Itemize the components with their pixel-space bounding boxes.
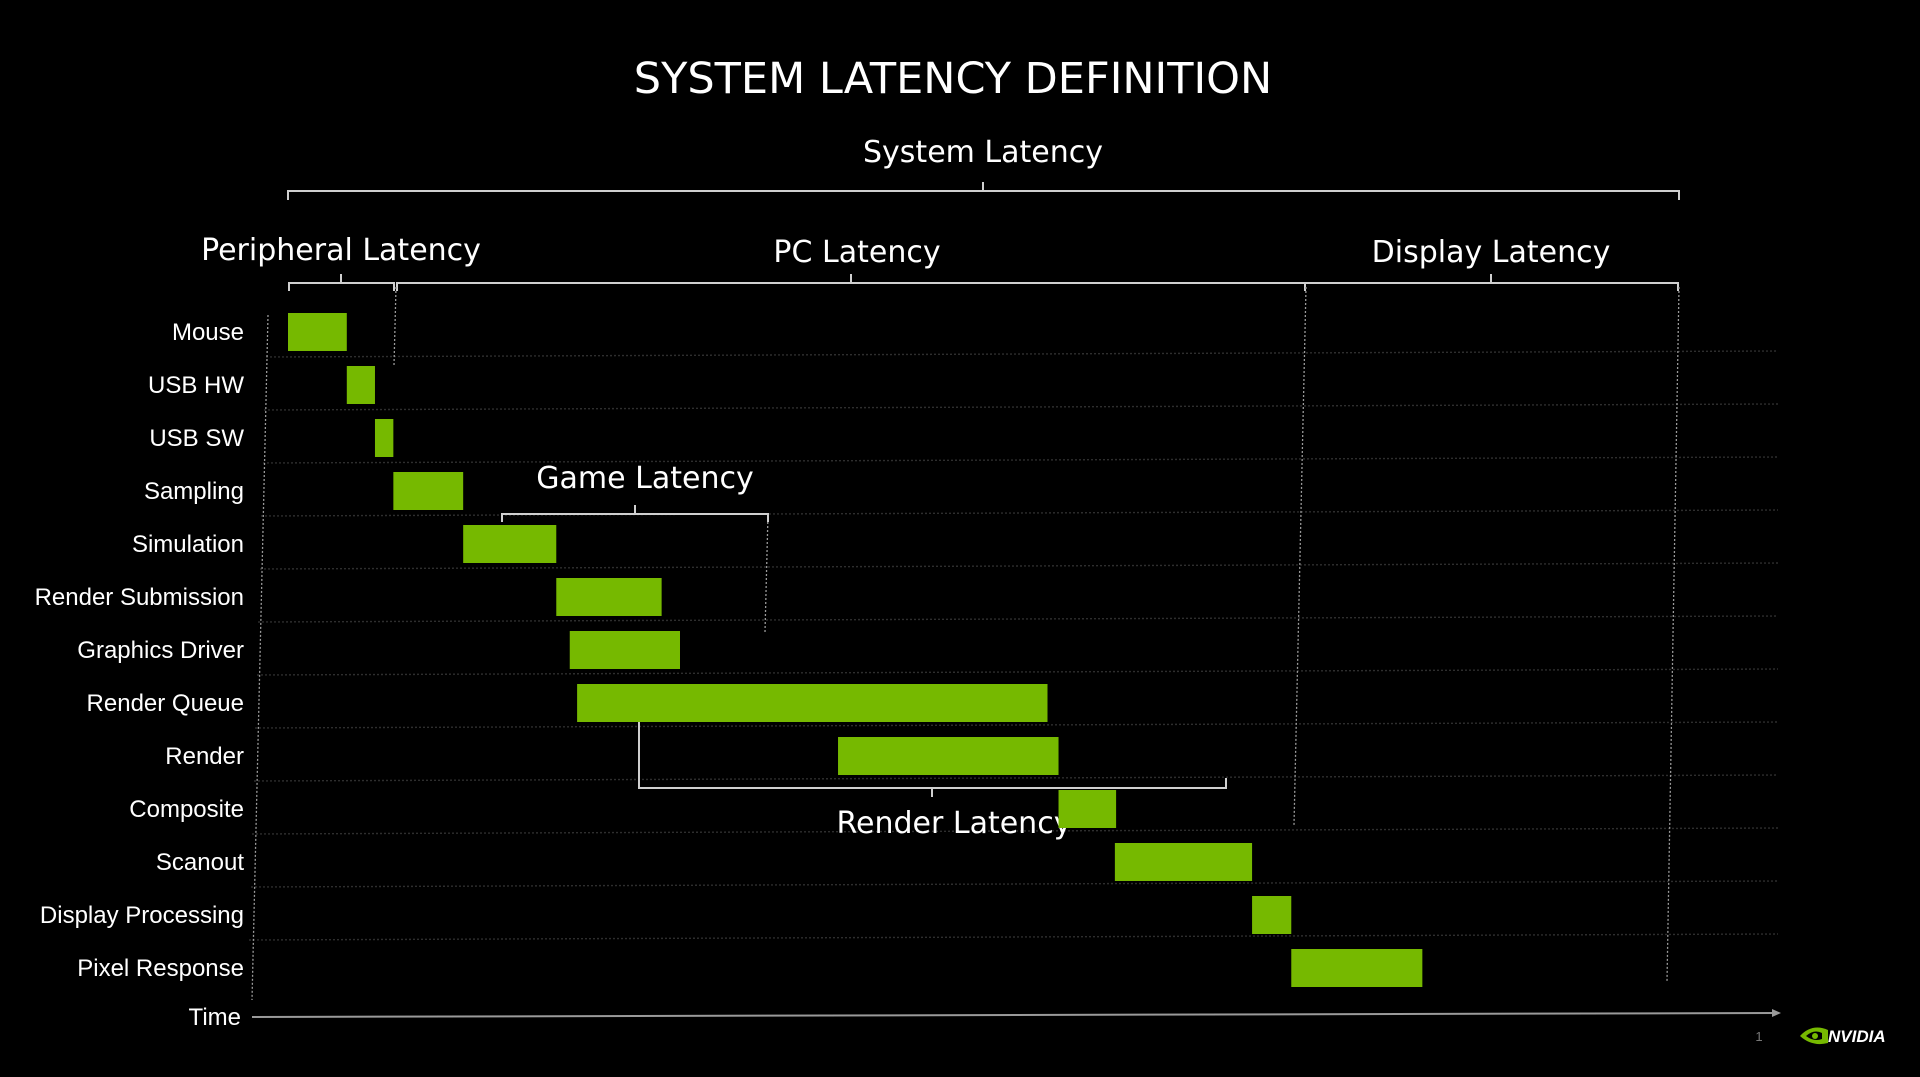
game-latency-bracket <box>501 505 769 522</box>
peripheral-latency-bracket <box>288 274 395 291</box>
row-label-render-queue: Render Queue <box>87 690 244 717</box>
row-label-render: Render <box>165 743 244 770</box>
bar-pixel-response <box>1291 949 1423 987</box>
bar-usb-hw <box>346 366 375 404</box>
nvidia-logo-text: NVIDIA <box>1828 1027 1886 1046</box>
pc-latency-bracket <box>396 274 1306 291</box>
bar-render-queue <box>577 684 1048 722</box>
row-grid <box>248 350 1779 941</box>
time-axis: Time <box>189 1004 1781 1031</box>
system-latency-label: System Latency <box>863 135 1103 170</box>
nvidia-eye-icon <box>1800 1027 1828 1045</box>
render-latency-bracket <box>638 703 1227 797</box>
slide-title: SYSTEM LATENCY DEFINITION <box>634 54 1272 104</box>
guide-lines <box>251 286 1680 1001</box>
row-label-usb-hw: USB HW <box>148 372 244 399</box>
time-axis-label: Time <box>189 1004 241 1031</box>
row-label-mouse: Mouse <box>172 319 244 346</box>
row-label-composite: Composite <box>129 796 244 823</box>
game-latency-label: Game Latency <box>536 461 753 496</box>
time-axis-arrow-icon <box>1772 1009 1781 1017</box>
bar-render <box>838 737 1059 775</box>
bar-scanout <box>1114 843 1253 881</box>
display-latency-label: Display Latency <box>1372 235 1611 270</box>
row-label-sampling: Sampling <box>144 478 244 505</box>
game-latency-end-guide <box>764 513 769 633</box>
bar-render-submission <box>556 578 662 616</box>
page-number: 1 <box>1755 1029 1762 1044</box>
bar-usb-sw <box>374 419 394 457</box>
bar-composite <box>1058 790 1117 828</box>
bar-sampling <box>393 472 464 510</box>
peripheral-latency-label: Peripheral Latency <box>201 233 481 268</box>
bar-mouse <box>288 313 347 351</box>
stage-bars <box>288 313 1423 987</box>
bar-simulation <box>463 525 557 563</box>
time-axis-line <box>251 1012 1777 1018</box>
row-label-pixel-response: Pixel Response <box>77 955 244 982</box>
pc-end-guide <box>1293 286 1307 826</box>
row-label-render-submission: Render Submission <box>35 584 244 611</box>
display-latency-bracket <box>1304 274 1679 291</box>
system-latency-bracket <box>287 182 1680 200</box>
bar-display-processing <box>1252 896 1292 934</box>
row-label-display-processing: Display Processing <box>40 902 244 929</box>
row-label-scanout: Scanout <box>156 849 244 876</box>
nvidia-logo: NVIDIA <box>1800 1027 1886 1046</box>
pc-latency-label: PC Latency <box>773 235 940 270</box>
display-end-guide <box>1666 286 1680 983</box>
left-axis-guide <box>251 314 269 1001</box>
row-label-graphics-driver: Graphics Driver <box>77 637 244 664</box>
row-label-simulation: Simulation <box>132 531 244 558</box>
render-latency-label: Render Latency <box>837 806 1072 841</box>
row-label-usb-sw: USB SW <box>149 425 244 452</box>
bar-graphics-driver <box>569 631 680 669</box>
peripheral-end-guide <box>393 286 397 366</box>
